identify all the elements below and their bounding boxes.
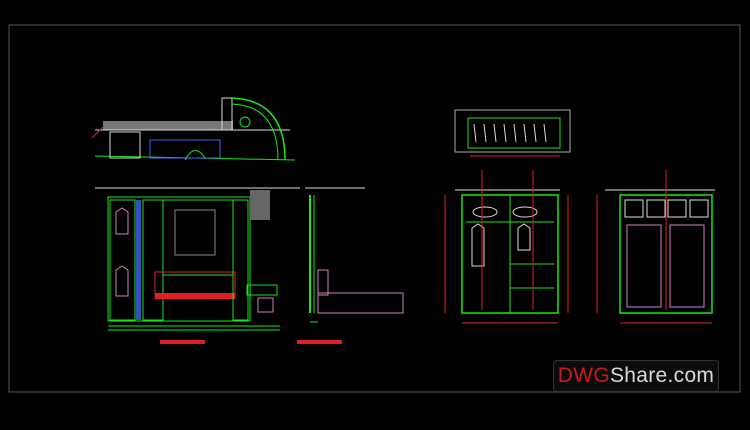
wardrobe-door-elevation xyxy=(596,170,715,324)
watermark-part-share: Share.com xyxy=(609,364,715,387)
bedroom-wall-elevation xyxy=(95,187,300,344)
view-title-underline xyxy=(297,340,342,344)
watermark-part-dwg: DWG xyxy=(557,364,610,387)
view-title-underline xyxy=(160,340,205,344)
bed-side-elevation xyxy=(297,187,404,344)
sheet-border xyxy=(8,24,741,393)
wardrobe-plan-view xyxy=(454,109,571,157)
ceiling-hatch xyxy=(103,121,233,130)
wardrobe-interior-elevation xyxy=(444,170,569,324)
section-view-top-left xyxy=(91,97,296,161)
